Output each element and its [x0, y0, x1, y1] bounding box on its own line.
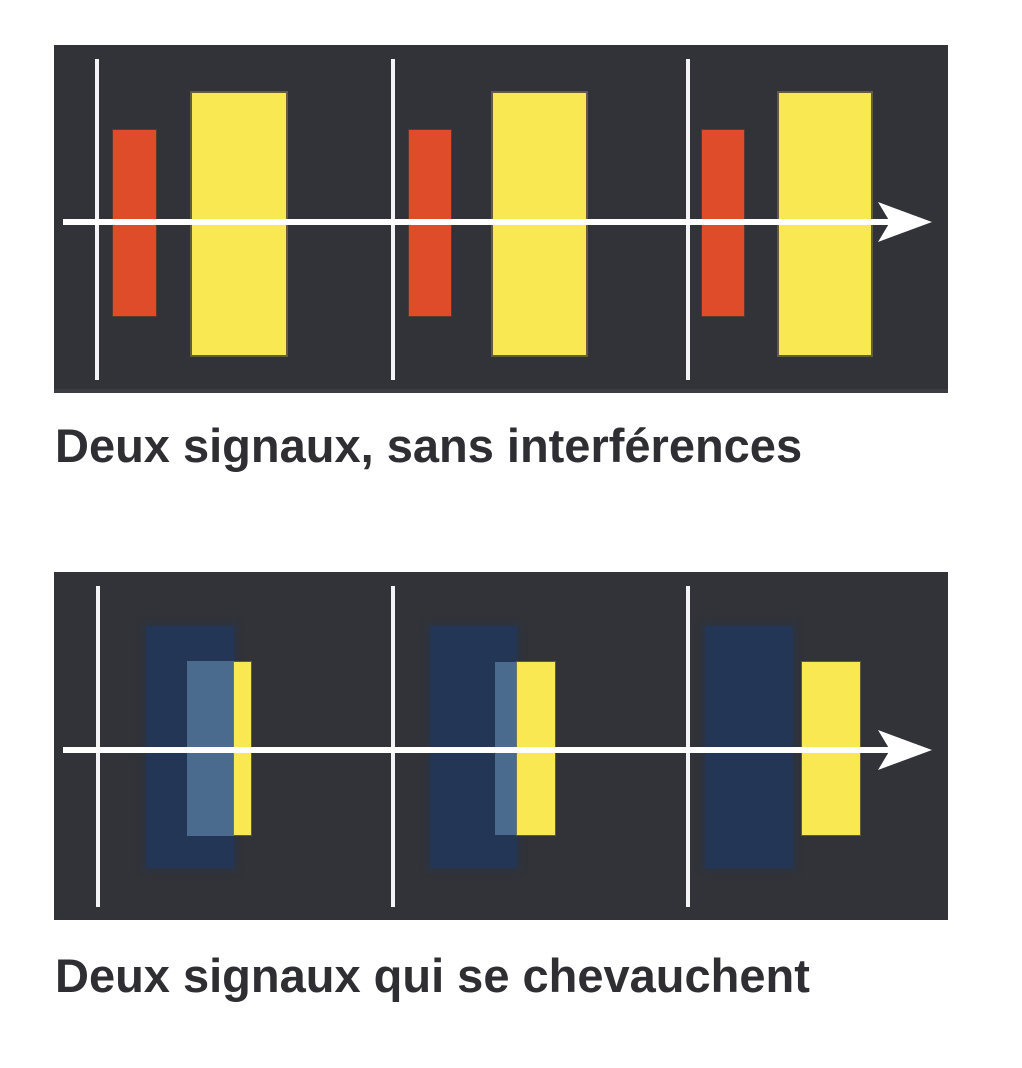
caption-overlapping: Deux signaux qui se chevauchent [55, 949, 810, 1002]
panel-bottom-strip [54, 389, 948, 393]
period-divider-1 [96, 586, 100, 907]
period-divider-2 [391, 586, 395, 907]
period-divider-3 [686, 586, 690, 907]
panel-overlapping [54, 572, 948, 920]
caption-no-interference: Deux signaux, sans interférences [55, 419, 803, 472]
time-arrow-icon [63, 730, 932, 770]
panel-no-interference [54, 45, 948, 393]
time-arrow-icon [63, 202, 932, 242]
